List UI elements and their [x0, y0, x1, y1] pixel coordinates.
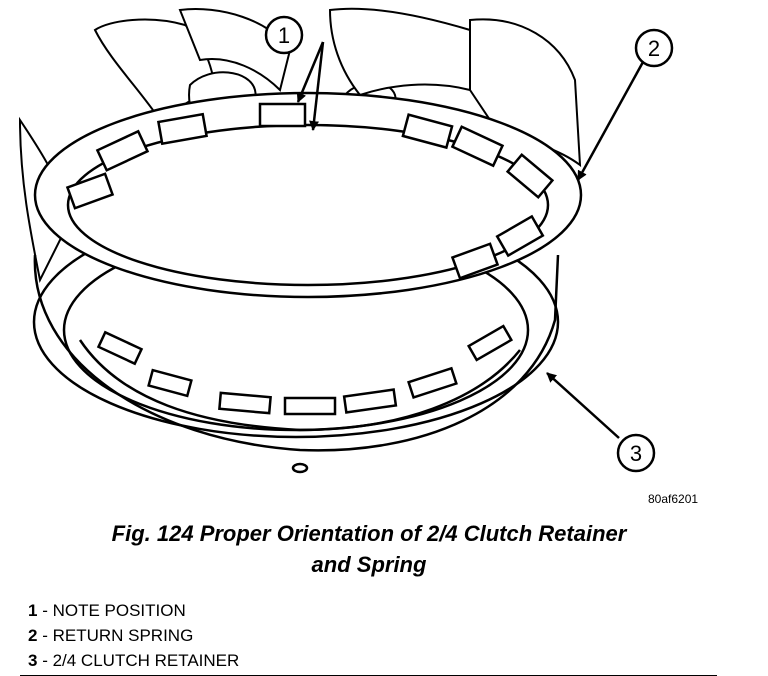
- callout-3: 3: [546, 372, 656, 473]
- caption-line-2: and Spring: [311, 552, 427, 577]
- legend-label: RETURN SPRING: [52, 626, 194, 645]
- legend-number: 3: [28, 651, 38, 670]
- legend-number: 1: [28, 601, 38, 620]
- figure-caption: Fig. 124 Proper Orientation of 2/4 Clutc…: [0, 518, 738, 580]
- callout-2-arrow: [576, 61, 645, 181]
- callout-1-arrow-b: [309, 41, 325, 131]
- legend-label: 2/4 CLUTCH RETAINER: [52, 651, 240, 670]
- clutch-retainer-drawing: [32, 205, 560, 474]
- callout-1-arrow-a: [296, 41, 325, 103]
- legend-label: NOTE POSITION: [52, 601, 186, 620]
- clutch-retainer-illustration: 1 2 3: [18, 7, 674, 474]
- return-spring-drawing: [33, 91, 583, 299]
- callout-2: 2: [576, 28, 674, 181]
- callout-2-circle: [634, 28, 674, 68]
- legend-item: 1 - NOTE POSITION: [28, 598, 239, 623]
- callout-1-circle: [264, 15, 304, 55]
- callout-3-circle: [616, 433, 656, 473]
- legend: 1 - NOTE POSITION 2 - RETURN SPRING 3 - …: [28, 598, 239, 673]
- spring-fingers: [65, 102, 555, 280]
- image-id: 80af6201: [648, 492, 699, 506]
- legend-separator: -: [37, 651, 53, 670]
- legend-item: 2 - RETURN SPRING: [28, 623, 239, 648]
- legend-number: 2: [28, 626, 38, 645]
- legend-separator: -: [37, 626, 53, 645]
- caption-line-1: Fig. 124 Proper Orientation of 2/4 Clutc…: [111, 521, 627, 546]
- callout-3-arrow: [546, 372, 620, 439]
- callout-3-number: 3: [630, 441, 642, 466]
- callout-2-number: 2: [648, 36, 660, 61]
- callout-1-number: 1: [278, 23, 290, 48]
- legend-item: 3 - 2/4 CLUTCH RETAINER: [28, 648, 239, 673]
- callout-1: 1: [264, 15, 325, 131]
- retainer-tabs: [96, 324, 514, 416]
- legend-separator: -: [37, 601, 53, 620]
